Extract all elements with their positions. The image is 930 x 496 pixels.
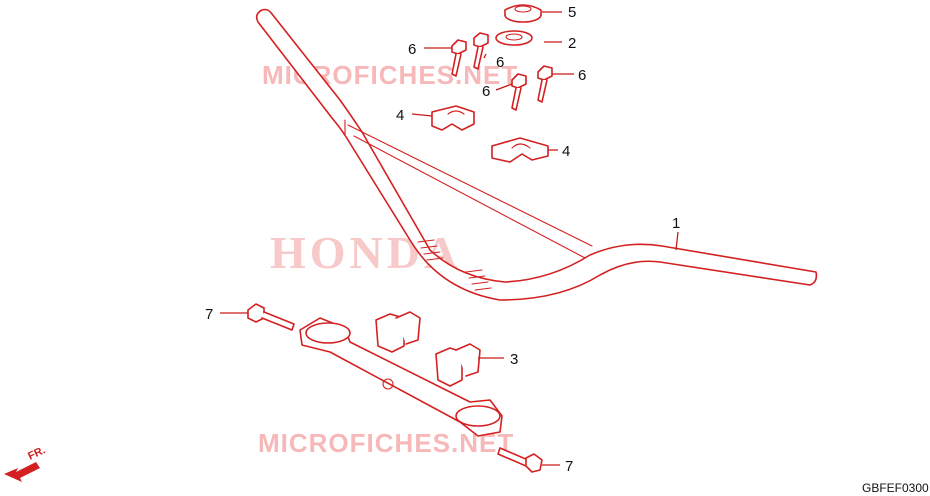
callout-2[interactable]: 2 [568, 35, 576, 52]
front-arrow-icon [4, 462, 40, 482]
front-label: FR. [26, 444, 47, 462]
callout-7b[interactable]: 7 [565, 458, 573, 475]
leader-6b [483, 53, 487, 59]
callout-6a[interactable]: 6 [408, 41, 416, 58]
leader-4a [411, 113, 433, 117]
callout-5[interactable]: 5 [568, 4, 576, 21]
callout-7a[interactable]: 7 [205, 306, 213, 323]
bolt-6b[interactable] [473, 32, 489, 70]
callout-4a[interactable]: 4 [396, 107, 404, 124]
callout-6b[interactable]: 6 [496, 54, 504, 71]
callout-1[interactable]: 1 [672, 215, 680, 232]
bolt-6c[interactable] [511, 73, 527, 111]
handlebar[interactable] [255, 8, 818, 301]
front-indicator: FR. [4, 444, 47, 482]
upper-holder-b[interactable] [491, 137, 549, 163]
bolt-6a[interactable] [451, 39, 467, 77]
washer[interactable] [495, 30, 533, 46]
leader-6c [495, 83, 513, 91]
lower-holder[interactable] [299, 311, 503, 437]
bolt-7a[interactable] [247, 303, 295, 331]
callout-4b[interactable]: 4 [562, 143, 570, 160]
leader-1 [675, 231, 679, 251]
callout-3[interactable]: 3 [510, 351, 518, 368]
upper-holder-a[interactable] [431, 105, 475, 131]
watermark-bottom: MICROFICHES.NET [258, 428, 514, 458]
bolt-6d[interactable] [537, 65, 553, 103]
nut[interactable] [504, 4, 542, 23]
diagram-code: GBFEF0300 [862, 481, 929, 495]
bolt-7b[interactable] [497, 447, 543, 473]
callout-6c[interactable]: 6 [482, 83, 490, 100]
callout-6d[interactable]: 6 [578, 67, 586, 84]
